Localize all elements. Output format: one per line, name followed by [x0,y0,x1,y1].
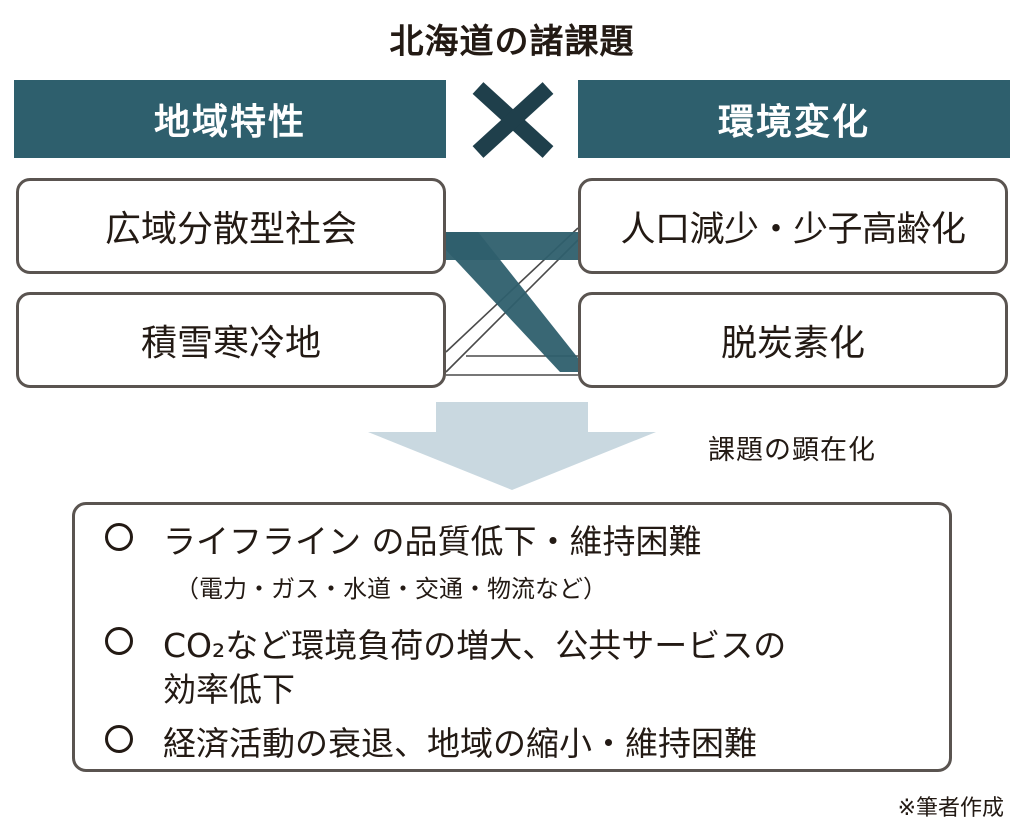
right-header: 環境変化 [578,80,1010,158]
left-item-snowy-cold-region: 積雪寒冷地 [16,292,446,388]
down-arrow [368,402,656,490]
right-item-label: 人口減少・少子高齢化 [620,209,966,250]
cross-symbol [472,82,554,158]
thick-connector-band [446,232,578,372]
left-item-label: 積雪寒冷地 [140,323,321,364]
bullet-circle-icon [105,725,133,753]
right-item-population-decline: 人口減少・少子高齢化 [578,178,1008,274]
issue-1-text: ライフライン の品質低下・維持困難 [163,522,702,561]
source-note: ※筆者作成 [897,796,1004,821]
issue-2-text: CO₂など環境負荷の増大、公共サービスの [163,626,787,665]
issue-1-subtext: （電力・ガス・水道・交通・物流など） [175,575,607,603]
bullet-circle-icon [105,627,133,655]
reveal-label: 課題の顕在化 [708,435,876,466]
left-item-label: 広域分散型社会 [104,209,357,250]
page-title: 北海道の諸課題 [389,22,635,62]
right-item-decarbonization: 脱炭素化 [578,292,1008,388]
bullet-circle-icon [105,523,133,551]
right-item-label: 脱炭素化 [720,323,865,364]
issue-3-text: 経済活動の衰退、地域の縮小・維持困難 [163,724,757,763]
left-item-wide-dispersed-society: 広域分散型社会 [16,178,446,274]
issues-box: ライフライン の品質低下・維持困難 （電力・ガス・水道・交通・物流など） CO₂… [72,502,952,772]
left-header: 地域特性 [14,80,446,158]
issue-2-text-line2: 効率低下 [163,670,295,709]
